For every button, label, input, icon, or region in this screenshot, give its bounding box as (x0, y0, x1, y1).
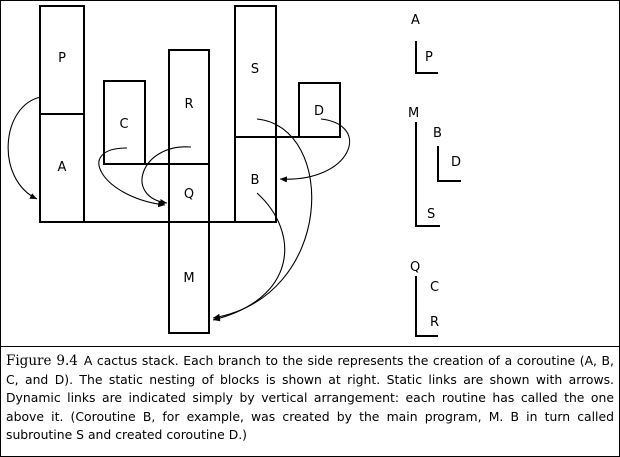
static-link-d-to-b (279, 118, 351, 183)
frame-block-m (168, 221, 210, 334)
nesting-label-p: P (425, 50, 433, 65)
nesting-label-m: M (408, 106, 419, 121)
label-d: D (314, 104, 324, 119)
nesting-bracket-q (415, 276, 438, 337)
nesting-label-q: Q (410, 260, 420, 275)
static-link-r-to-q (141, 146, 192, 206)
static-link-b-to-m (212, 192, 286, 322)
nesting-label-b: B (433, 126, 442, 141)
label-s: S (251, 62, 259, 77)
label-c: C (119, 117, 128, 132)
static-link-s-to-m (212, 118, 313, 320)
nesting-bracket-a (415, 41, 438, 74)
figure-title: A cactus stack. (83, 353, 179, 368)
frame-block-b (234, 136, 277, 223)
nesting-label-c: C (430, 280, 439, 295)
static-link-c-to-q (98, 147, 166, 208)
frame-block-a (39, 113, 85, 223)
label-p: P (58, 51, 66, 66)
cactus-stack-diagram: P A C R Q M S D B A P M B D S Q C R (7, 5, 461, 337)
nesting-label-s: S (427, 207, 435, 222)
label-q: Q (184, 187, 194, 202)
label-b: B (251, 173, 260, 188)
figure-caption: Figure 9.4 A cactus stack. Each branch to… (6, 352, 614, 445)
label-a: A (58, 160, 67, 175)
caption-divider (1, 346, 619, 347)
label-m: M (183, 271, 194, 286)
label-r: R (184, 97, 193, 112)
nesting-label-a: A (411, 13, 420, 28)
frame-block-d (298, 82, 341, 138)
figure-label: Figure 9.4 (6, 353, 78, 369)
static-link-p-to-a (7, 96, 42, 200)
caption-body: Each branch to the side represents the c… (6, 353, 614, 442)
frame-block-c (103, 80, 146, 165)
nesting-label-r: R (430, 315, 439, 330)
nesting-label-d: D (451, 155, 461, 170)
nesting-bracket-m (415, 122, 440, 227)
nesting-bracket-b (437, 146, 461, 182)
